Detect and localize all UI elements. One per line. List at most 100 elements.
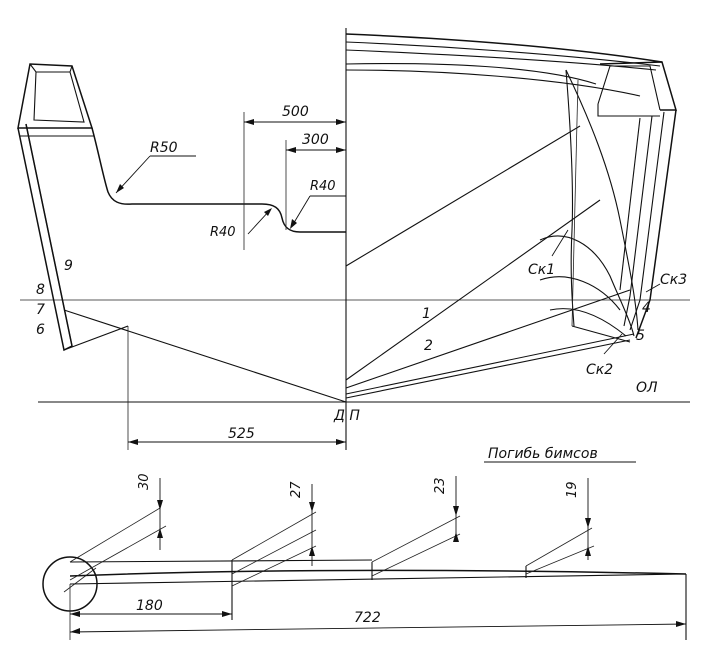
diag-27-b (231, 529, 317, 575)
buttock-2 (345, 289, 631, 389)
forward-body-plan (345, 33, 677, 399)
label-dp: Д П (333, 408, 360, 424)
sk1-label: Ск1 (528, 262, 555, 278)
dim-300-label: 300 (302, 132, 329, 148)
r40b-label: R40 (310, 179, 336, 194)
dim-180-label: 180 (136, 598, 163, 614)
label-1: 1 (422, 306, 431, 322)
diag-30-a (69, 507, 161, 563)
sk1-leader (551, 229, 569, 257)
deck-edge-1 (345, 33, 663, 63)
r40a-arrowhead (264, 208, 272, 216)
line-numbers: 1 2 4 5 6 7 8 9 ОЛ Д П (36, 258, 658, 424)
r40a-label: R40 (210, 225, 236, 240)
frame-curve-5 (549, 308, 627, 337)
dim-300-arrow-right (336, 147, 346, 153)
stem-3 (623, 115, 653, 327)
diag-23-b (371, 533, 461, 577)
dim-180-arrow-right (222, 611, 232, 617)
buttock-4 (345, 339, 631, 399)
sk2-leader (603, 333, 623, 355)
dim-722-label: 722 (354, 610, 381, 626)
arrow-30-head-up (157, 528, 163, 538)
stem-outer (635, 109, 677, 339)
dim-27-label: 27 (289, 481, 304, 498)
frame-curve-4 (539, 276, 621, 311)
arrow-19-head-down (585, 518, 591, 528)
sheer-fwd (345, 62, 597, 85)
label-ol: ОЛ (636, 380, 658, 396)
r40b-leader (291, 195, 311, 227)
radius-r40: R40 R40 (210, 179, 346, 240)
buttock-upper (345, 125, 581, 267)
frame-curve-1 (565, 69, 575, 327)
bow-box-base (597, 104, 660, 117)
transom-bottom-edge (63, 325, 129, 351)
arrow-19-head-up (585, 546, 591, 556)
dim-500-label: 500 (282, 104, 309, 120)
camber-curve (69, 569, 687, 577)
label-4: 4 (642, 300, 651, 316)
stem-2 (629, 111, 665, 331)
diag-30-b (69, 525, 167, 581)
diag-19-a (525, 527, 593, 567)
diag-27-a (231, 511, 317, 561)
radius-r50: R50 (115, 140, 196, 194)
transom-top-box (17, 63, 94, 129)
transom-post-inner (25, 123, 73, 347)
frame-base (571, 325, 631, 343)
transom-top-inner (33, 71, 85, 123)
buttock-1 (345, 199, 601, 381)
arrow-23-head-down (453, 506, 459, 516)
dim-722-arrow-left (70, 628, 80, 634)
label-9: 9 (64, 258, 73, 274)
bottom-line (63, 309, 347, 403)
frame-vertical (571, 79, 579, 327)
diag-27-c (231, 545, 317, 587)
arrow-23-head-up (453, 532, 459, 542)
dim-23-label: 23 (433, 477, 448, 494)
arrow-30-head-down (157, 500, 163, 510)
diag-23-a (371, 515, 461, 563)
dim-300-arrow-left (286, 147, 296, 153)
section-title: Погибь бимсов (488, 446, 598, 462)
diag-19-b (525, 545, 595, 575)
dimension-500-300: 500 300 (243, 104, 346, 250)
sk3-leader (645, 283, 661, 293)
dim-525-arrow-right (336, 439, 346, 445)
dim-525-label: 525 (228, 426, 255, 442)
sk3-label: Ск3 (660, 272, 687, 288)
stem-4 (619, 117, 641, 291)
r50-arrowhead (116, 184, 124, 193)
dim-30-label: 30 (137, 473, 152, 490)
sk2-label: Ск2 (586, 362, 613, 378)
r50-label: R50 (150, 140, 178, 156)
dimension-525: 525 (128, 426, 346, 445)
deck-edge-2 (345, 41, 661, 67)
bow-box-top (599, 61, 677, 111)
label-5: 5 (636, 328, 645, 344)
sheer-fwd-2 (345, 69, 641, 97)
label-2: 2 (424, 338, 433, 354)
dim-500-arrow-left (244, 119, 254, 125)
beam-camber-section: Погибь бимсов 30 27 (42, 446, 687, 640)
label-7: 7 (36, 302, 45, 318)
transom-top-bevel (29, 63, 73, 73)
dim-19-label: 19 (565, 481, 580, 498)
transom-post-outer (17, 123, 73, 352)
dim-525-arrow-left (128, 439, 138, 445)
circle-radius (63, 567, 97, 593)
label-6: 6 (36, 322, 45, 338)
dim-722-line (69, 623, 687, 633)
bow-box-inner (597, 65, 661, 111)
arrow-27-head-down (309, 502, 315, 512)
camber-chord (69, 573, 687, 585)
frame-curve-2 (565, 69, 639, 331)
dim-722-arrow-right (676, 621, 686, 627)
chine-labels: Ск1 Ск3 Ск2 (528, 229, 687, 378)
reference-lines (20, 28, 690, 450)
dim-180-arrow-left (70, 611, 80, 617)
buttock-3 (345, 333, 635, 395)
r40b-arrowhead (290, 219, 297, 229)
